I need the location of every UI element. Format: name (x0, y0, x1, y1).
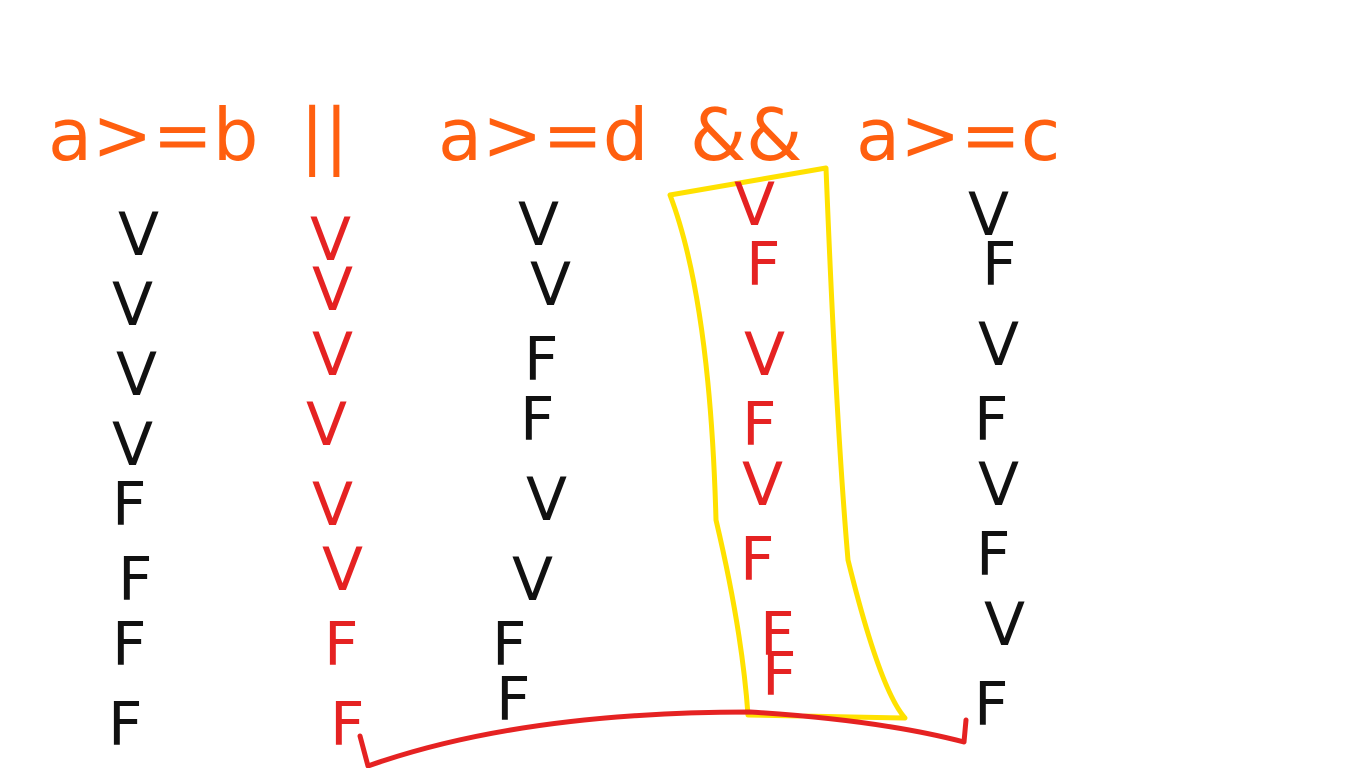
truth-value-and-result-6: F (740, 525, 775, 595)
header-expr-a-ge-c: a>=c (856, 93, 1060, 177)
truth-value-or-result-6: V (322, 535, 363, 605)
truth-value-and-result-3: V (744, 320, 785, 390)
truth-value-a-ge-d-7: F (492, 610, 527, 680)
truth-value-and-result-7: F (760, 600, 795, 670)
truth-value-a-ge-d-6: V (512, 545, 553, 615)
truth-value-a-ge-b-8: F (108, 690, 143, 760)
truth-value-a-ge-b-3: V (116, 340, 157, 410)
truth-value-a-ge-c-3: V (978, 310, 1019, 380)
truth-value-a-ge-d-3: F (524, 325, 559, 395)
truth-value-or-result-8: F (330, 690, 365, 760)
header-and-operator: && (690, 93, 802, 177)
truth-value-a-ge-d-1: V (518, 190, 559, 260)
truth-value-a-ge-b-6: F (118, 545, 153, 615)
truth-value-or-result-5: V (312, 470, 353, 540)
truth-value-a-ge-d-4: F (520, 385, 555, 455)
truth-value-a-ge-b-7: F (112, 610, 147, 680)
truth-value-a-ge-c-2: F (982, 230, 1017, 300)
truth-value-a-ge-d-2: V (530, 250, 571, 320)
truth-value-a-ge-b-2: V (112, 270, 153, 340)
truth-value-a-ge-c-7: V (984, 590, 1025, 660)
header-expr-a-ge-b: a>=b (48, 93, 258, 177)
truth-value-a-ge-b-1: V (118, 200, 159, 270)
truth-value-or-result-7: F (324, 610, 359, 680)
truth-value-and-result-5: V (742, 450, 783, 520)
truth-value-a-ge-b-5: F (112, 470, 147, 540)
truth-value-and-result-4: F (742, 390, 777, 460)
header-or-operator: || (300, 93, 349, 178)
truth-value-a-ge-c-5: V (978, 450, 1019, 520)
truth-value-a-ge-d-5: V (526, 465, 567, 535)
truth-value-a-ge-c-6: F (976, 520, 1011, 590)
truth-value-a-ge-c-8: F (974, 670, 1009, 740)
header-expr-a-ge-d: a>=d (438, 93, 648, 177)
truth-value-a-ge-c-4: F (974, 385, 1009, 455)
truth-value-a-ge-c-1: V (968, 180, 1009, 250)
truth-value-and-result-8: F (762, 640, 797, 710)
truth-value-a-ge-d-8: F (496, 665, 531, 735)
truth-value-and-result-1: V (734, 170, 775, 240)
truth-value-or-result-4: V (306, 390, 347, 460)
truth-value-a-ge-b-4: V (112, 410, 153, 480)
connecting-bracket (357, 709, 969, 768)
truth-value-or-result-3: V (312, 320, 353, 390)
highlight-box (667, 165, 908, 721)
truth-value-and-result-2: F (746, 230, 781, 300)
truth-value-or-result-2: V (312, 255, 353, 325)
expression-header: a>=b || a>=d && a>=c (48, 93, 1060, 178)
truth-value-or-result-1: V (310, 205, 351, 275)
